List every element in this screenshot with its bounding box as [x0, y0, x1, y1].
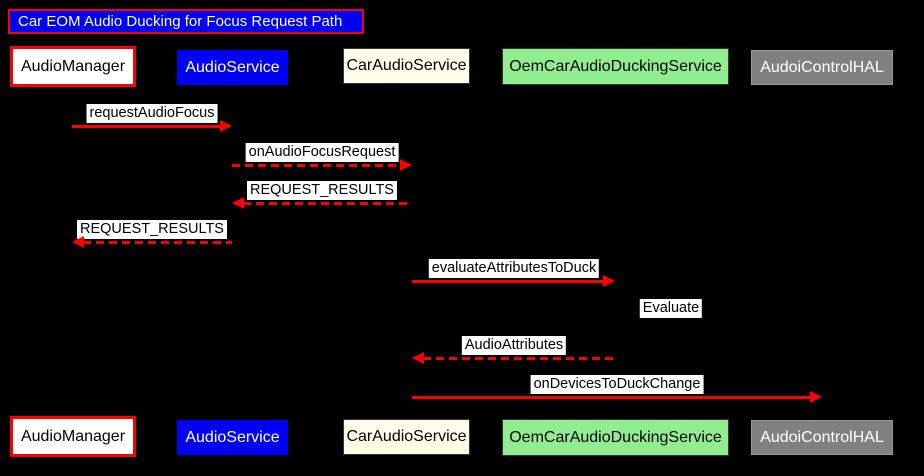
participant-oemcaraudioduckingservice-top: OemCarAudioDuckingService: [502, 48, 729, 85]
participant-label: OemCarAudioDuckingService: [509, 428, 722, 446]
arrowhead-right-icon: [603, 275, 615, 287]
participant-label: AudoiControlHAL: [760, 58, 884, 76]
participant-caraudioservice-bottom: CarAudioService: [343, 419, 470, 455]
arrowhead-right-icon: [810, 391, 822, 403]
message-arrow-onaudiofocusrequest: [232, 164, 401, 167]
participant-label: CarAudioService: [346, 428, 467, 445]
message-label-evaluate: Evaluate: [639, 299, 703, 318]
participant-label: AudioService: [185, 58, 280, 76]
message-arrow-ondevicestoduckchange: [412, 396, 811, 399]
participant-label: AudioService: [185, 428, 280, 446]
participant-label: AudioManager: [20, 57, 126, 75]
message-label-evaluateattributestoduck: evaluateAttributesToDuck: [428, 259, 600, 278]
diagram-title: Car EOM Audio Ducking for Focus Request …: [8, 9, 364, 34]
participant-caraudioservice-top: CarAudioService: [343, 48, 470, 84]
message-label-request-results-2: REQUEST_RESULTS: [77, 220, 227, 239]
message-arrow-audioattributes: [423, 357, 615, 360]
arrowhead-left-icon: [232, 197, 244, 209]
message-arrow-requestaudiofocus: [72, 125, 221, 128]
arrowhead-left-icon: [72, 236, 84, 248]
participant-audoicontrolhal-bottom: AudoiControlHAL: [751, 420, 893, 455]
arrowhead-right-icon: [220, 120, 232, 132]
message-label-requestaudiofocus: requestAudioFocus: [86, 104, 218, 123]
participant-audioservice-bottom: AudioService: [177, 420, 288, 455]
participant-audiomanager-bottom: AudioManager: [10, 416, 136, 457]
arrowhead-left-icon: [412, 352, 424, 364]
message-label-ondevicestoduckchange: onDevicesToDuckChange: [530, 375, 704, 394]
participant-label: CarAudioService: [346, 57, 467, 74]
participant-label: AudoiControlHAL: [760, 428, 884, 446]
message-arrow-request-results-2: [83, 241, 232, 244]
participant-audioservice-top: AudioService: [177, 50, 288, 85]
message-label-audioattributes: AudioAttributes: [461, 336, 567, 355]
message-label-onaudiofocusrequest: onAudioFocusRequest: [245, 143, 399, 162]
participant-oemcaraudioduckingservice-bottom: OemCarAudioDuckingService: [502, 419, 729, 456]
message-label-request-results-1: REQUEST_RESULTS: [247, 181, 397, 200]
participant-audiomanager-top: AudioManager: [10, 46, 136, 87]
participant-audoicontrolhal-top: AudoiControlHAL: [751, 50, 893, 85]
message-arrow-evaluateattributestoduck: [412, 280, 604, 283]
arrowhead-right-icon: [400, 159, 412, 171]
participant-label: AudioManager: [20, 427, 126, 445]
participant-label: OemCarAudioDuckingService: [509, 57, 722, 75]
message-arrow-request-results-1: [243, 202, 412, 205]
